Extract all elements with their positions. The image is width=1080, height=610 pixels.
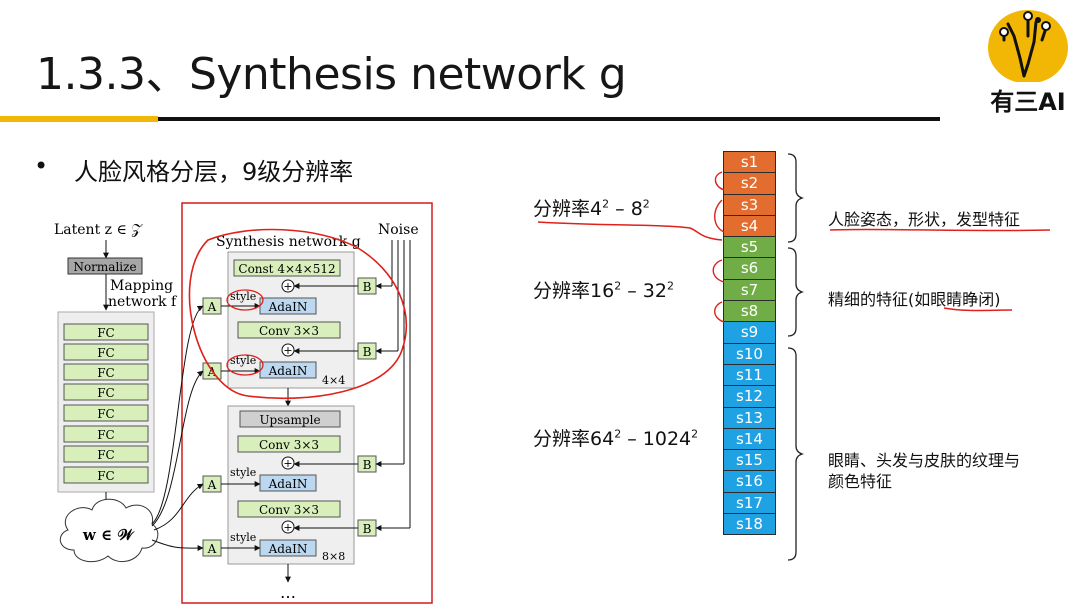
svg-text:style: style bbox=[230, 466, 256, 479]
adain-label: AdaIN bbox=[268, 300, 308, 314]
logo-icon bbox=[988, 10, 1068, 82]
svg-text:B: B bbox=[363, 458, 372, 472]
style-layer-s9: s9 bbox=[723, 321, 776, 344]
fc-layer: FC bbox=[97, 407, 115, 421]
more-blocks: … bbox=[280, 583, 296, 602]
svg-text:A: A bbox=[207, 542, 217, 556]
description-fine-2: 颜色特征 bbox=[828, 472, 893, 491]
style-layer-s4: s4 bbox=[723, 214, 776, 238]
normalize-label: Normalize bbox=[73, 260, 136, 274]
upsample-label: Upsample bbox=[259, 413, 320, 427]
svg-text:+: + bbox=[283, 280, 292, 293]
style-layer-s13: s13 bbox=[723, 406, 776, 429]
style-layer-s16: s16 bbox=[723, 470, 776, 493]
svg-text:style: style bbox=[230, 531, 256, 544]
fc-stack: FC FC FC FC FC FC FC FC bbox=[63, 323, 149, 484]
synthesis-label: Synthesis network g bbox=[216, 234, 361, 250]
resolution-label-3: 分辨率642 – 10242 bbox=[533, 427, 699, 450]
synthesis-frame bbox=[181, 202, 433, 604]
fc-layer: FC bbox=[97, 469, 115, 483]
svg-text:+: + bbox=[283, 457, 292, 470]
resolution-label-1: 分辨率42 – 82 bbox=[533, 197, 650, 220]
adain-label: AdaIN bbox=[268, 364, 308, 378]
svg-text:AdaIN: AdaIN bbox=[268, 477, 308, 491]
w-label: w ∈ 𝒲 bbox=[82, 526, 135, 544]
style-layer-s15: s15 bbox=[723, 449, 776, 472]
bullet-dot: • bbox=[34, 152, 49, 180]
description-middle: 精细的特征(如眼睛睁闭) bbox=[828, 290, 1001, 309]
svg-text:B: B bbox=[363, 345, 372, 359]
fc-layer: FC bbox=[97, 346, 115, 360]
svg-text:B: B bbox=[363, 522, 372, 536]
svg-text:Conv 3×3: Conv 3×3 bbox=[259, 503, 319, 517]
latent-label: Latent z ∈ 𝒵 bbox=[54, 222, 143, 238]
description-coarse: 人脸姿态，形状，发型特征 bbox=[828, 210, 1021, 229]
size-8x8: 8×8 bbox=[322, 550, 345, 563]
svg-text:+: + bbox=[283, 521, 292, 534]
conv-label: Conv 3×3 bbox=[259, 324, 319, 338]
style-layer-s7: s7 bbox=[723, 278, 776, 302]
logo-text: 有三AI bbox=[990, 88, 1066, 116]
stylegan-diagram: Latent z ∈ 𝒵 Normalize Mapping network f… bbox=[48, 200, 438, 606]
slide-title: 1.3.3、Synthesis network g bbox=[36, 49, 627, 100]
svg-text:style: style bbox=[230, 354, 256, 367]
fc-layer: FC bbox=[97, 386, 115, 400]
bullet-text: 人脸风格分层，9级分辨率 bbox=[74, 158, 354, 186]
svg-text:A: A bbox=[207, 300, 217, 314]
style-layer-s2: s2 bbox=[723, 172, 776, 195]
style-layer-s1: s1 bbox=[723, 151, 776, 174]
resolution-label-2: 分辨率162 – 322 bbox=[533, 279, 674, 302]
fc-layer: FC bbox=[97, 326, 115, 340]
svg-text:+: + bbox=[283, 344, 292, 357]
title-underline-accent bbox=[0, 116, 158, 122]
style-layer-s18: s18 bbox=[723, 513, 776, 536]
style-layer-s14: s14 bbox=[723, 427, 776, 451]
style-layer-s5: s5 bbox=[723, 236, 776, 259]
title-underline bbox=[158, 117, 940, 121]
mapping-label: Mapping bbox=[110, 278, 173, 294]
mapping-label-2: network f bbox=[108, 294, 178, 310]
w-cloud bbox=[59, 498, 159, 563]
style-layer-s17: s17 bbox=[723, 491, 776, 515]
const-label: Const 4×4×512 bbox=[238, 262, 335, 276]
size-4x4: 4×4 bbox=[322, 374, 345, 387]
svg-text:A: A bbox=[207, 478, 217, 492]
svg-text:AdaIN: AdaIN bbox=[268, 542, 308, 556]
normalize-box bbox=[67, 257, 143, 275]
fc-layer: FC bbox=[97, 448, 115, 462]
description-fine-1: 眼睛、头发与皮肤的纹理与 bbox=[828, 451, 1021, 470]
style-layer-s6: s6 bbox=[723, 257, 776, 280]
style-layer-s10: s10 bbox=[723, 342, 776, 365]
svg-text:B: B bbox=[363, 280, 372, 294]
style-layer-s11: s11 bbox=[723, 363, 776, 387]
fc-layer: FC bbox=[97, 428, 115, 442]
svg-text:style: style bbox=[230, 290, 256, 303]
fc-layer: FC bbox=[97, 366, 115, 380]
svg-text:A: A bbox=[207, 365, 217, 379]
svg-text:Conv 3×3: Conv 3×3 bbox=[259, 438, 319, 452]
style-layer-s12: s12 bbox=[723, 385, 776, 408]
brand-logo: 有三AI bbox=[980, 6, 1076, 116]
style-layer-s8: s8 bbox=[723, 300, 776, 323]
noise-label: Noise bbox=[378, 222, 419, 238]
style-layer-s3: s3 bbox=[723, 193, 776, 216]
group-braces bbox=[787, 153, 805, 561]
